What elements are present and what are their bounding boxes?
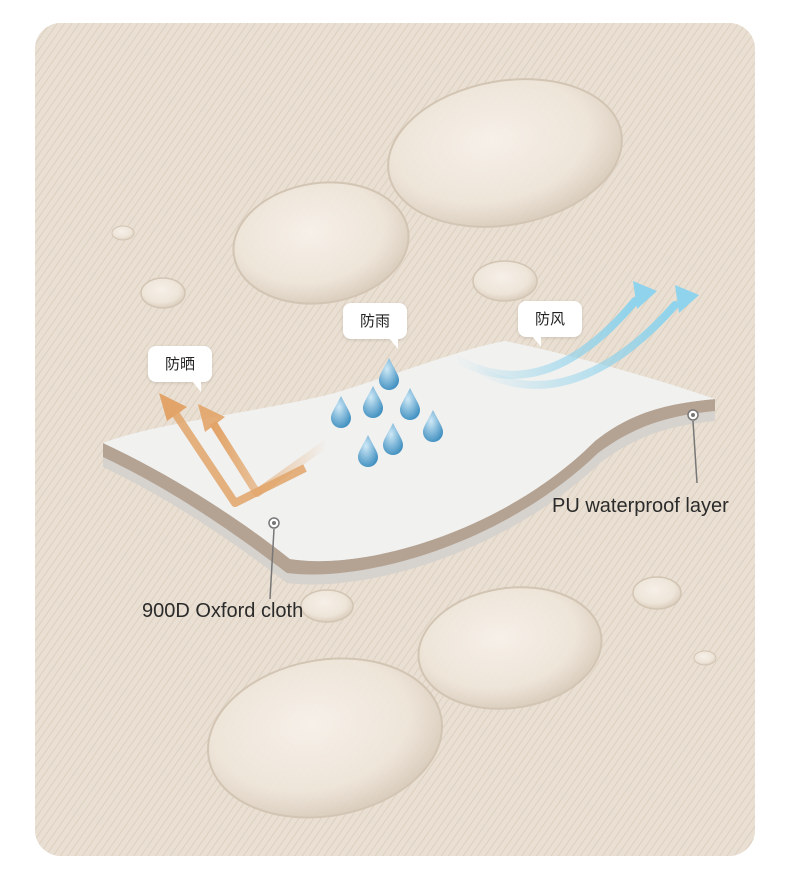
water-bead: [300, 589, 354, 623]
water-bead: [140, 277, 186, 309]
pu-layer-label: PU waterproof layer: [552, 495, 729, 517]
water-bead: [111, 225, 135, 241]
product-feature-card: 防晒 防雨 防风 PU waterproof layer 900D Oxford…: [35, 23, 755, 856]
rain-protection-badge: 防雨: [343, 303, 408, 349]
rain-drops-icon: [331, 358, 443, 467]
water-bead: [472, 260, 538, 302]
water-bead: [207, 657, 443, 819]
oxford-layer-leader-line: [269, 528, 275, 600]
oxford-layer-label: 900D Oxford cloth: [142, 600, 304, 622]
pu-layer-leader-line: [692, 420, 698, 484]
oxford-layer-edge: [103, 411, 715, 585]
pu-layer-surface: [103, 341, 715, 562]
sun-arrows-icon: [159, 393, 330, 507]
pu-layer-edge: [103, 399, 715, 575]
water-bead: [417, 586, 603, 710]
fabric-layer-sheet: [103, 341, 715, 585]
sun-protection-badge: 防晒: [148, 346, 213, 392]
sun-protection-label: 防晒: [165, 355, 196, 373]
fabric-illustration: [35, 23, 755, 856]
callout-markers: [268, 409, 699, 600]
water-bead: [632, 576, 682, 610]
wind-protection-label: 防风: [535, 310, 566, 328]
wind-arrows-icon: [451, 281, 699, 389]
rain-protection-label: 防雨: [360, 312, 391, 330]
water-bead: [693, 650, 717, 666]
water-bead: [387, 78, 623, 228]
water-bead: [232, 181, 410, 305]
wind-protection-badge: 防风: [518, 301, 583, 347]
water-beads: [111, 78, 717, 819]
